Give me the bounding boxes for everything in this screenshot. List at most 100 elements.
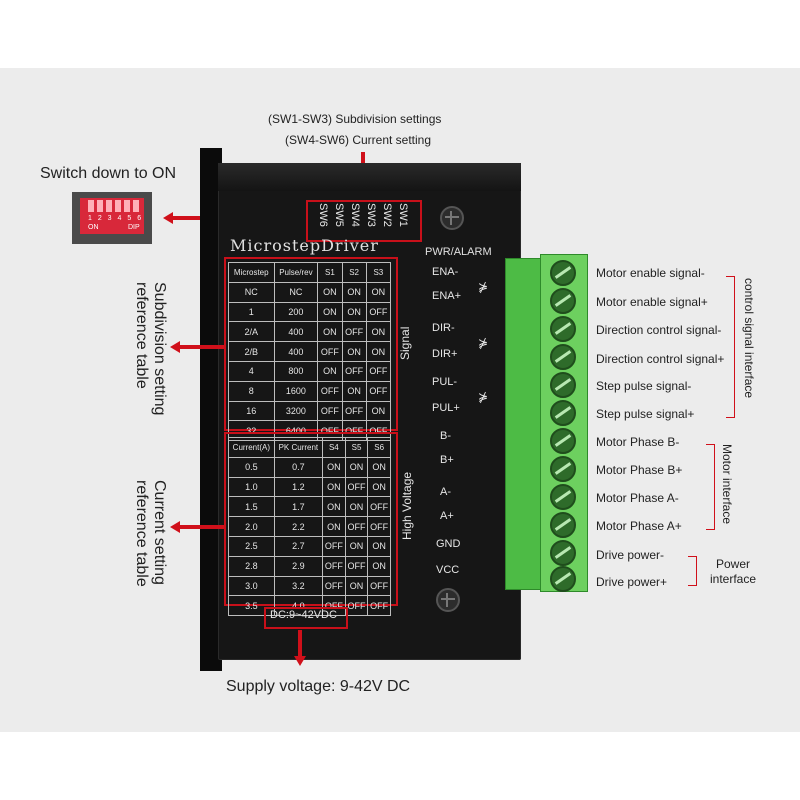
table-cell: ON xyxy=(367,555,391,577)
table-cell: OFF xyxy=(344,476,369,498)
table-cell: ON xyxy=(365,321,392,343)
mounting-screw-icon xyxy=(440,206,464,230)
terminal-screw-icon[interactable] xyxy=(550,400,576,426)
sw1-label: SW1 xyxy=(397,203,409,227)
table-header: S4 xyxy=(322,437,346,458)
dip-key xyxy=(133,200,139,212)
table-header: S5 xyxy=(344,437,369,458)
switch-arrow-head xyxy=(163,212,173,224)
table-cell: 3.2 xyxy=(273,575,324,597)
table-header: Microstep xyxy=(228,262,275,283)
table-cell: OFF xyxy=(344,516,369,537)
table-cell: ON xyxy=(317,321,343,343)
terminal-screw-icon[interactable] xyxy=(550,260,576,286)
terminal-screw-icon[interactable] xyxy=(550,540,576,566)
table-cell: ON xyxy=(344,535,369,557)
right-label-ena-minus: Motor enable signal- xyxy=(596,266,705,280)
table-header: PK Current xyxy=(273,437,324,458)
table-cell: 1.0 xyxy=(228,476,275,498)
driver-top-face xyxy=(218,163,521,191)
table-cell: OFF xyxy=(317,380,343,402)
pwr-alarm-label: PWR/ALARM xyxy=(425,246,492,258)
right-label-a-plus: Motor Phase A+ xyxy=(596,519,682,533)
sw4-label: SW4 xyxy=(349,203,361,227)
power-bracket xyxy=(688,556,697,586)
table-cell: OFF xyxy=(367,575,391,597)
table-cell: 2.7 xyxy=(273,535,324,557)
table-cell: 2/A xyxy=(228,321,275,343)
hv-group-label: High Voltage xyxy=(400,471,414,540)
optocoupler-icon: ⋡ xyxy=(478,390,489,404)
subdivision-arrow-line xyxy=(180,345,224,349)
table-cell: OFF xyxy=(367,595,391,617)
table-cell: NC xyxy=(273,281,319,303)
terminal-label-pul-minus: PUL- xyxy=(432,376,458,388)
dip-key xyxy=(97,200,103,212)
right-label-b-minus: Motor Phase B- xyxy=(596,435,680,449)
power-interface-label-1: Power xyxy=(716,557,751,571)
terminal-screw-icon[interactable] xyxy=(550,288,576,314)
subdivision-annotation-line1: Subdivision setting xyxy=(151,282,168,416)
terminal-screw-icon[interactable] xyxy=(550,512,576,538)
table-cell: 4 xyxy=(228,360,275,382)
table-cell: OFF xyxy=(341,400,367,422)
terminal-screw-icon[interactable] xyxy=(550,428,576,454)
caption-current: (SW4-SW6) Current setting xyxy=(285,133,432,147)
terminal-label-ena-plus: ENA+ xyxy=(432,290,462,302)
table-cell: 1.2 xyxy=(273,476,324,498)
optocoupler-icon: ⋡ xyxy=(478,336,489,350)
table-cell: ON xyxy=(365,281,392,303)
table-cell: 1.5 xyxy=(228,496,275,518)
control-interface-label: control signal interface xyxy=(742,278,756,399)
terminal-label-a-plus: A+ xyxy=(440,510,454,522)
table-cell: ON xyxy=(365,400,392,422)
table-cell: ON xyxy=(322,476,346,498)
table-cell: OFF xyxy=(341,321,367,343)
mounting-screw-icon xyxy=(436,588,460,612)
terminal-screw-icon[interactable] xyxy=(550,566,576,592)
optocoupler-icon: ⋡ xyxy=(478,280,489,294)
supply-arrow-line xyxy=(298,630,302,658)
table-cell: OFF xyxy=(341,360,367,382)
terminal-screw-icon[interactable] xyxy=(550,316,576,342)
terminal-screw-icon[interactable] xyxy=(550,484,576,510)
right-label-drive-power-plus: Drive power+ xyxy=(596,575,668,589)
terminal-label-dir-plus: DIR+ xyxy=(432,348,458,360)
terminal-screw-icon[interactable] xyxy=(550,344,576,370)
table-cell: ON xyxy=(341,380,367,402)
table-cell: 2.5 xyxy=(228,535,275,557)
dip-key xyxy=(106,200,112,212)
table-cell: OFF xyxy=(344,555,369,577)
dip-key xyxy=(124,200,130,212)
table-cell: ON xyxy=(341,281,367,303)
terminal-screw-icon[interactable] xyxy=(550,372,576,398)
subdivision-annotation-line2: reference table xyxy=(133,282,150,389)
dip-numbers: 1 2 3 4 5 6 xyxy=(88,215,144,222)
table-cell: 1600 xyxy=(273,380,319,402)
current-arrow-head xyxy=(170,521,180,533)
table-header: Pulse/rev xyxy=(273,262,319,283)
table-cell: 16 xyxy=(228,400,275,422)
right-label-b-plus: Motor Phase B+ xyxy=(596,463,683,477)
table-cell: OFF xyxy=(367,516,391,537)
table-cell: 400 xyxy=(273,321,319,343)
table-cell: 200 xyxy=(273,301,319,323)
terminal-screw-icon[interactable] xyxy=(550,456,576,482)
dc-label: DC:9~42VDC xyxy=(270,609,337,621)
table-cell: 2.2 xyxy=(273,516,324,537)
table-cell: 1 xyxy=(228,301,275,323)
right-label-a-minus: Motor Phase A- xyxy=(596,491,679,505)
sw3-label: SW3 xyxy=(365,203,377,227)
table-cell: 4.0 xyxy=(273,595,324,617)
table-cell: ON xyxy=(344,575,369,597)
table-cell: ON xyxy=(322,516,346,537)
table-cell: 2.0 xyxy=(228,516,275,537)
table-cell: ON xyxy=(367,476,391,498)
